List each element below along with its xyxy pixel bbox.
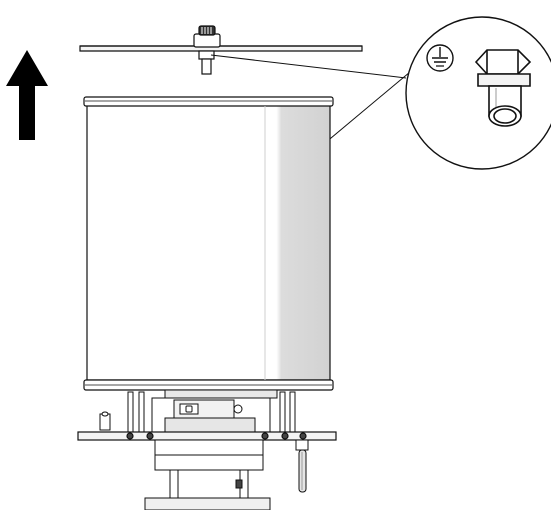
top-lid bbox=[79, 25, 363, 75]
ground-symbol-icon bbox=[426, 44, 454, 72]
side-handle bbox=[295, 439, 309, 493]
ground-bolt-small bbox=[198, 50, 215, 75]
cylinder-housing bbox=[83, 96, 334, 391]
drive-hub bbox=[144, 439, 271, 510]
lid-knob bbox=[193, 25, 221, 48]
base-plate bbox=[77, 431, 337, 441]
lift-direction-arrow bbox=[6, 50, 48, 140]
callout-detail bbox=[405, 16, 551, 170]
base-frame bbox=[99, 389, 296, 433]
